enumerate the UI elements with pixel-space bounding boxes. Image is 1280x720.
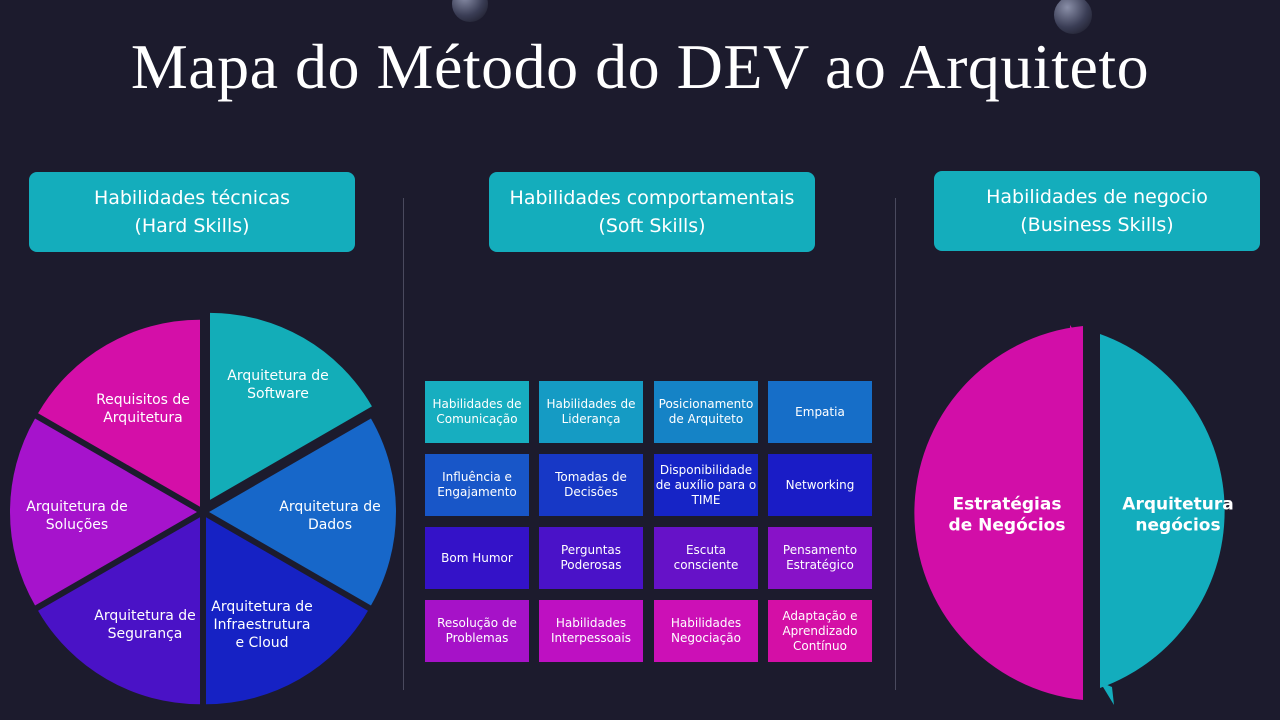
soft-skill-card: Habilidades Interpessoais: [539, 600, 643, 662]
soft-skill-label: Habilidades Interpessoais: [551, 616, 631, 645]
strategy-half: [914, 326, 1083, 700]
soft-skill-card: Habilidades Negociação: [654, 600, 758, 662]
soft-skill-card: Pensamento Estratégico: [768, 527, 872, 589]
soft-skill-label: Bom Humor: [441, 550, 513, 565]
soft-skill-card: Influência e Engajamento: [425, 454, 529, 516]
section-header-hard-skills: Habilidades técnicas (Hard Skills): [29, 172, 355, 252]
soft-skill-label: Escuta consciente: [673, 543, 739, 572]
soft-skill-card: Networking: [768, 454, 872, 516]
soft-skill-card: Empatia: [768, 381, 872, 443]
section-header-line: (Business Skills): [1020, 214, 1174, 236]
architecture-half: [1100, 334, 1225, 688]
decorative-orb: [452, 0, 488, 22]
soft-skill-label: Adaptação e Aprendizado Contínuo: [782, 608, 858, 653]
soft-skill-card: Adaptação e Aprendizado Contínuo: [768, 600, 872, 662]
wheel-slice: [209, 418, 396, 606]
soft-skill-card: Perguntas Poderosas: [539, 527, 643, 589]
soft-skill-label: Resolução de Problemas: [437, 616, 517, 645]
soft-skill-card: Posicionamento de Arquiteto: [654, 381, 758, 443]
arrowhead-icon: [1100, 682, 1114, 705]
column-divider: [895, 198, 896, 690]
decorative-orb: [1054, 0, 1092, 34]
soft-skill-card: Bom Humor: [425, 527, 529, 589]
column-divider: [403, 198, 404, 690]
soft-skill-card: Habilidades de Comunicação: [425, 381, 529, 443]
soft-skill-label: Disponibilidade de auxílio para o TIME: [655, 462, 757, 507]
section-header-line: Habilidades comportamentais: [509, 187, 795, 209]
soft-skill-label: Habilidades de Liderança: [546, 397, 636, 426]
soft-skill-card: Escuta consciente: [654, 527, 758, 589]
wheel-slice: [210, 312, 372, 500]
soft-skill-label: Pensamento Estratégico: [782, 543, 858, 572]
soft-skill-card: Habilidades de Liderança: [539, 381, 643, 443]
wheel-slice: [206, 517, 368, 705]
wheel-slice: [9, 418, 197, 606]
soft-skill-card: Resolução de Problemas: [425, 600, 529, 662]
soft-skill-label: Tomadas de Decisões: [555, 470, 627, 499]
wheel-slice: [38, 517, 200, 705]
section-header-line: Habilidades de negocio: [986, 186, 1208, 208]
soft-skill-label: Posicionamento de Arquiteto: [658, 397, 754, 426]
section-header-line: (Soft Skills): [598, 215, 706, 237]
soft-skill-label: Habilidades Negociação: [670, 616, 742, 645]
soft-skill-card: Tomadas de Decisões: [539, 454, 643, 516]
soft-skill-label: Habilidades de Comunicação: [432, 397, 522, 426]
arrowhead-icon: [1070, 325, 1083, 346]
page-title: Mapa do Método do DEV ao Arquiteto: [130, 31, 1150, 102]
soft-skill-label: Networking: [785, 477, 855, 492]
section-header-line: (Hard Skills): [134, 215, 250, 237]
soft-skill-label: Influência e Engajamento: [437, 470, 517, 499]
section-header-business-skills: Habilidades de negocio (Business Skills): [934, 171, 1260, 251]
section-header-line: Habilidades técnicas: [93, 187, 291, 209]
section-header-soft-skills: Habilidades comportamentais (Soft Skills…: [489, 172, 815, 252]
soft-skill-label: Empatia: [795, 404, 845, 419]
soft-skill-label: Perguntas Poderosas: [560, 543, 622, 572]
wheel-slice: [38, 319, 200, 507]
soft-skill-card: Disponibilidade de auxílio para o TIME: [654, 454, 758, 516]
